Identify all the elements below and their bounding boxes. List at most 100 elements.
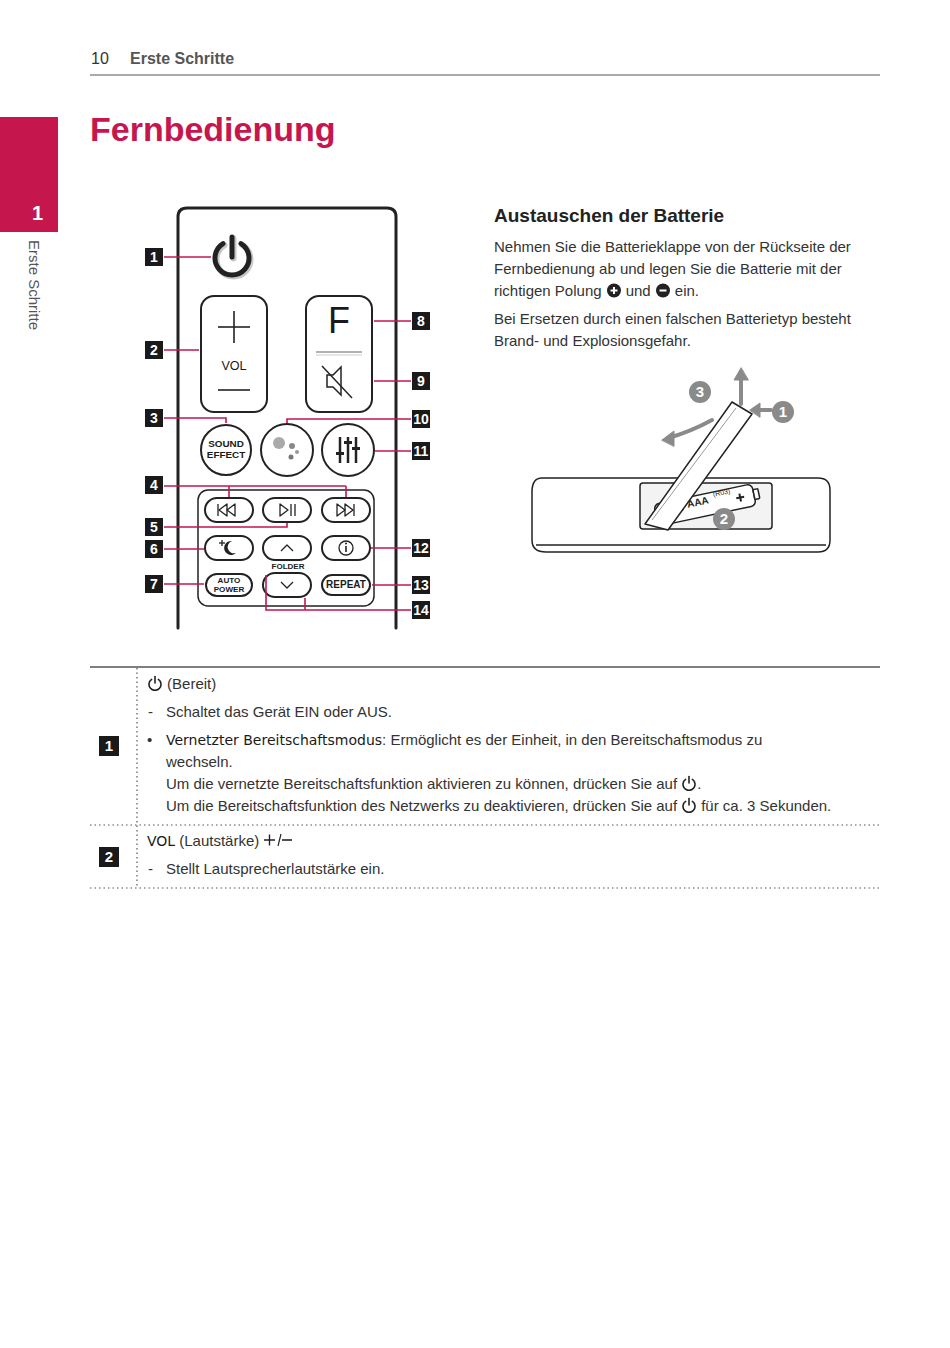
- leader-lines-part: [375, 450, 411, 452]
- step-number-text: 1: [779, 403, 787, 420]
- button-group-part: [322, 536, 370, 560]
- callout-number: 7: [145, 575, 163, 593]
- power-button: [215, 237, 250, 277]
- callout-number-text: 13: [413, 577, 429, 593]
- button-symbols-part: [290, 504, 291, 516]
- mute-symbol-part: [316, 354, 362, 356]
- chapter-side-label-text: Erste Schritte: [26, 240, 43, 330]
- section-heading: Austauschen der Batterie: [494, 204, 724, 228]
- assistant-button-part: [273, 437, 285, 449]
- power-icon-part: [688, 777, 690, 784]
- list-dash-text: -: [148, 703, 153, 720]
- battery-type: AAA: [686, 494, 710, 510]
- section-heading-text: Austauschen der Batterie: [494, 205, 724, 226]
- button-label: REPEAT: [326, 579, 366, 591]
- table-rules-part: [90, 824, 880, 825]
- table-cell: VOL(Lautstärke): [147, 830, 293, 852]
- volume-symbols-part: [218, 326, 250, 328]
- button-group-part: [263, 498, 311, 522]
- power-symbol: [681, 797, 697, 814]
- assistant-button-part: [289, 443, 295, 449]
- button-symbols-part: [339, 541, 353, 555]
- button-symbols-part: [280, 504, 288, 516]
- battery-type: (R03): [712, 486, 731, 498]
- list-dash-text: -: [148, 860, 153, 877]
- battery-illustration: [532, 402, 830, 552]
- button-symbols-part: [345, 543, 347, 545]
- minusc-icon-part: [659, 290, 666, 292]
- leader-lines-part: [374, 380, 411, 382]
- chapter-number-text: 1: [32, 202, 43, 224]
- button-caption: FOLDER: [270, 562, 306, 572]
- callout-number-text: 2: [150, 342, 158, 358]
- volpm-icon-part: [282, 839, 292, 841]
- leader-lines-part: [371, 547, 411, 549]
- callout-number: 13: [412, 576, 430, 594]
- callout-number-text: 8: [417, 313, 425, 329]
- callout-number-text: 2: [105, 848, 113, 865]
- table-rules-part: [136, 668, 137, 888]
- volpm-icon-part: [264, 835, 275, 846]
- button-symbols-part: [353, 504, 354, 516]
- leader-lines-part: [372, 584, 411, 586]
- page-frame: [0, 75, 880, 232]
- plusc-icon-part: [607, 284, 621, 298]
- table-rules-part: [90, 666, 880, 668]
- equalizer-button-part: [322, 424, 374, 476]
- battery-illustration-part: [645, 402, 752, 530]
- callout-number-text: 10: [413, 411, 429, 427]
- list-bullet: •: [147, 729, 152, 751]
- sound-effect-button: SOUND EFFECT: [200, 424, 252, 476]
- button-symbols-part: [294, 504, 295, 516]
- minusc-icon-part: [656, 284, 670, 298]
- callout-number-text: 9: [417, 373, 425, 389]
- callout-number-text: 11: [414, 443, 429, 459]
- leader-lines-part: [266, 575, 411, 610]
- page-frame-part: [0, 117, 58, 232]
- callout-number: 3: [145, 409, 163, 427]
- power-icon: [147, 675, 163, 691]
- paragraph-text: Nehmen Sie die Batterieklappe von der Rü…: [494, 238, 851, 299]
- leader-lines-part: [228, 486, 230, 497]
- leader-lines-part: [287, 419, 411, 423]
- callout-number-text: 1: [105, 737, 113, 754]
- table-cell-text: .: [697, 775, 701, 792]
- callout-number-text: 1: [150, 249, 158, 265]
- callout-number-text: 6: [150, 541, 158, 557]
- step-number: 2: [713, 508, 735, 530]
- leader-lines: [164, 257, 411, 610]
- callout-number-text: 12: [413, 540, 429, 556]
- list-dash: -: [148, 858, 153, 880]
- power-icon: [681, 775, 697, 791]
- callout-number-text: 14: [413, 602, 429, 618]
- assistant-button: [261, 424, 313, 476]
- table-cell: Vernetzter Bereitschaftsmodus: Ermöglich…: [166, 729, 806, 773]
- leader-lines-part: [304, 598, 306, 610]
- battery-illustration-part: [536, 544, 826, 546]
- plusc-symbol: [606, 282, 622, 299]
- table-cell: Schaltet das Gerät EIN oder AUS.: [166, 701, 392, 723]
- button-symbols-part: [281, 545, 293, 551]
- power-button-part: [230, 237, 235, 257]
- battery-arrows: [662, 368, 771, 446]
- button-symbols-part: [224, 541, 236, 555]
- battery-illustration-part-part: [739, 494, 741, 502]
- table-rules: [90, 667, 880, 888]
- assistant-button-part: [289, 455, 294, 460]
- battery-illustration-part-part: [753, 489, 760, 500]
- callout-number: 1: [145, 248, 163, 266]
- power-symbol: [147, 675, 163, 692]
- power-symbol: [681, 775, 697, 792]
- volpm-symbol: [263, 832, 293, 849]
- button-symbols-part: [219, 504, 227, 516]
- button-label: VOL: [202, 359, 266, 373]
- equalizer-button-part: [336, 452, 344, 455]
- section-header-text: Erste Schritte: [130, 50, 234, 67]
- list-dash: -: [148, 701, 153, 723]
- section-header: Erste Schritte: [130, 48, 234, 70]
- equalizer-button-part: [344, 441, 352, 444]
- paragraph: Bei Ersetzen durch einen falschen Batter…: [494, 308, 854, 352]
- step-number: 3: [689, 381, 711, 403]
- table-cell-text: (Bereit): [167, 675, 216, 692]
